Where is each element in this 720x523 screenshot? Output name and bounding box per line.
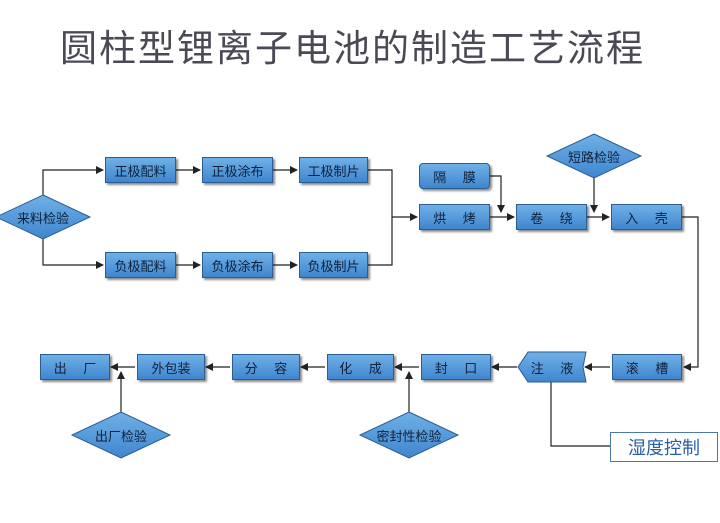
groove-box: 滚 槽	[612, 354, 682, 380]
connector-incoming-to-pos	[42, 166, 104, 197]
neg-coat-box: 负极涂布	[202, 252, 273, 278]
final-inspection-label: 出厂检验	[94, 429, 147, 445]
insert-box: 入 壳	[611, 204, 682, 230]
diamond-incoming-shape	[0, 194, 92, 240]
grading-box: 分 容	[232, 354, 300, 380]
bake-box: 烘 烤	[419, 204, 490, 230]
diamond-leak-shape	[358, 411, 460, 459]
page-title: 圆柱型锂离子电池的制造工艺流程	[60, 27, 645, 70]
pack-box: 外包装	[137, 354, 205, 380]
connector-insert-groove	[682, 216, 699, 371]
diamond-short-shape	[545, 133, 643, 179]
connector-humidity-callout	[550, 382, 610, 447]
wind-box: 卷 绕	[516, 204, 587, 230]
separator-box: 隔 膜	[419, 163, 490, 189]
leak-inspection-label: 密封性检验	[376, 429, 442, 445]
pos-sheet-box: 工极制片	[299, 157, 368, 183]
inject-label: 注 液	[530, 361, 574, 377]
formation-box: 化 成	[327, 354, 394, 380]
seal-box: 封 口	[421, 354, 491, 380]
diamond-inject-shape	[517, 351, 587, 383]
short-inspection-label: 短路检验	[567, 150, 620, 166]
incoming-inspection-label: 来料检验	[16, 211, 69, 227]
humidity-control-callout: 湿度控制	[610, 432, 718, 462]
connector-pos-sheet-to-bake	[368, 169, 418, 221]
connector-separator-wind	[490, 175, 505, 213]
connector-incoming-to-neg	[42, 237, 104, 269]
pos-mix-box: 正极配料	[105, 157, 176, 183]
diamond-final-shape	[70, 411, 172, 459]
ship-box: 出 厂	[40, 354, 110, 380]
neg-sheet-box: 负极制片	[299, 252, 368, 278]
pos-coat-box: 正极涂布	[202, 157, 273, 183]
connector-neg-sheet-to-bake	[368, 217, 393, 266]
neg-mix-box: 负极配料	[105, 252, 176, 278]
